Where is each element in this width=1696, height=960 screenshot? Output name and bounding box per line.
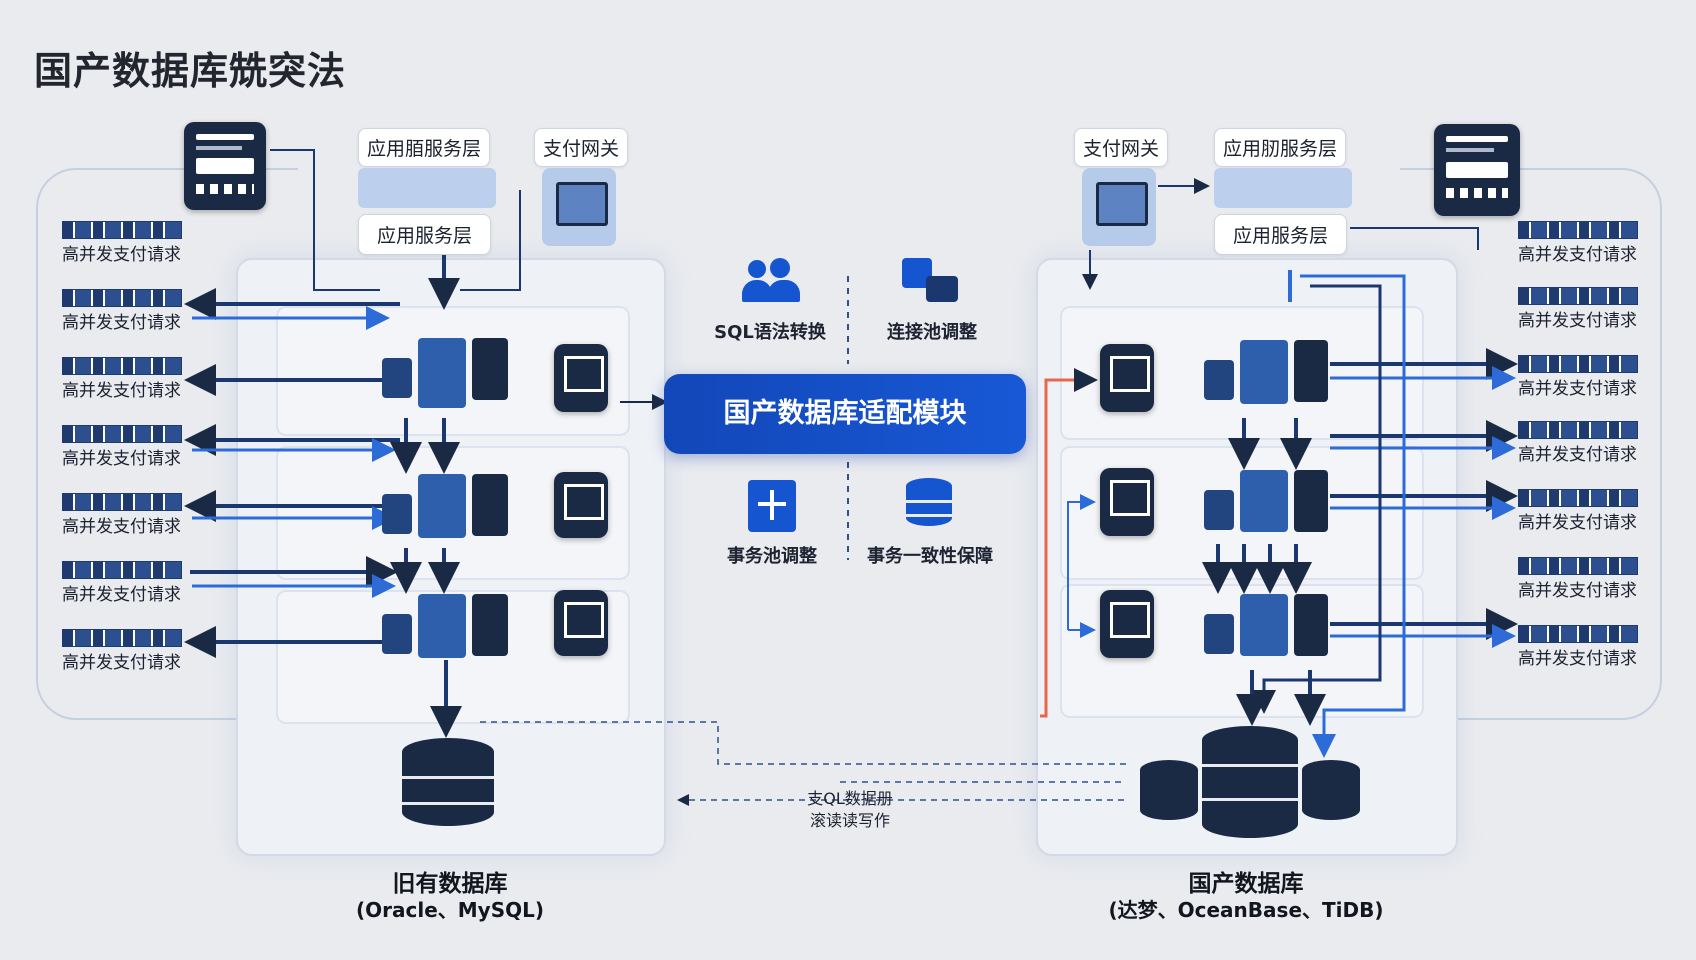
domestic-app-service-bottom-tag: 应用服务层 xyxy=(1214,214,1348,255)
request-label: 高并发支付请求 xyxy=(62,245,181,265)
entry-code-icon xyxy=(1518,557,1638,575)
domestic-client-terminal-icon xyxy=(1434,124,1520,216)
domestic-server-icon-3 xyxy=(1100,590,1154,658)
legacy-app-service-top-tag: 应用脜服务层 xyxy=(358,128,491,167)
request-item: 高并发支付请求 xyxy=(62,626,252,676)
request-label: 高并发支付请求 xyxy=(1518,311,1637,331)
entry-code-icon xyxy=(1518,489,1638,507)
entry-code-icon xyxy=(1518,625,1638,643)
domestic-database-sublabel: (达梦、OceanBase、TiDB) xyxy=(1108,898,1384,922)
sync-label-line2: 滚读读写作 xyxy=(809,811,890,830)
sync-label-line1: 支QL数据册 xyxy=(807,789,893,808)
legacy-database-sublabel: (Oracle、MySQL) xyxy=(355,898,544,922)
right-request-bracket xyxy=(1400,168,1662,720)
request-item: 高并发支付请求 xyxy=(62,558,252,608)
legacy-client-terminal-icon xyxy=(184,122,266,210)
sync-label: 支QL数据册 滚读读写作 xyxy=(780,788,920,832)
legacy-server-icon-3 xyxy=(554,590,608,656)
request-item: 高并发支付请求 xyxy=(62,422,252,472)
domestic-payment-monitor-icon xyxy=(1082,168,1156,246)
entry-code-icon xyxy=(62,561,182,579)
left-request-bracket xyxy=(36,168,298,720)
request-label: 高并发支付请求 xyxy=(1518,445,1637,465)
request-item: 高并发支付请求 xyxy=(1518,554,1688,604)
request-label: 高并发支付请求 xyxy=(1518,581,1637,601)
request-label: 高并发支付请求 xyxy=(1518,379,1637,399)
page-title: 国产数据库兟突法 xyxy=(34,49,347,93)
domestic-database-label: 国产数据库 xyxy=(1188,871,1304,897)
request-item: 高并发支付请求 xyxy=(1518,352,1688,402)
entry-code-icon xyxy=(62,425,182,443)
sql-conversion-icon xyxy=(742,258,800,304)
legacy-payment-monitor-icon xyxy=(542,168,616,246)
request-item: 高并发支付请求 xyxy=(1518,284,1688,334)
request-item: 高并发支付请求 xyxy=(1518,486,1688,536)
domestic-app-service-box xyxy=(1214,168,1352,208)
domestic-database-cluster-icon xyxy=(1140,726,1360,842)
entry-code-icon xyxy=(62,493,182,511)
request-label: 高并发支付请求 xyxy=(62,653,181,673)
legacy-server-icon-2 xyxy=(554,472,608,538)
legacy-app-service-bottom-tag: 应用服务层 xyxy=(358,214,492,255)
adapter-module-button[interactable]: 国产数据库适配模块 xyxy=(664,374,1026,454)
request-item: 高并发支付请求 xyxy=(62,218,252,268)
legacy-database-label: 旧有数据库 xyxy=(392,871,508,897)
request-label: 高并发支付请求 xyxy=(62,381,181,401)
entry-code-icon xyxy=(1518,421,1638,439)
request-item: 高并发支付请求 xyxy=(62,490,252,540)
consistency-database-icon xyxy=(906,478,952,528)
entry-code-icon xyxy=(1518,355,1638,373)
feature-sql-conversion: SQL语法转换 xyxy=(714,322,826,343)
request-label: 高并发支付请求 xyxy=(1518,245,1637,265)
request-label: 高并发支付请求 xyxy=(1518,513,1637,533)
connection-pool-icon xyxy=(902,258,958,304)
legacy-server-icon-1 xyxy=(554,344,608,412)
request-item: 高并发支付请求 xyxy=(62,354,252,404)
request-item: 高并发支付请求 xyxy=(1518,218,1688,268)
entry-code-icon xyxy=(1518,287,1638,305)
request-label: 高并发支付请求 xyxy=(62,517,181,537)
request-label: 高并发支付请求 xyxy=(62,449,181,469)
domestic-payment-gateway-tag: 支付网关 xyxy=(1074,128,1169,167)
request-item: 高并发支付请求 xyxy=(1518,622,1688,672)
entry-code-icon xyxy=(1518,221,1638,239)
domestic-server-icon-2 xyxy=(1100,468,1154,536)
entry-code-icon xyxy=(62,221,182,239)
feature-transaction-consistency: 事务一致性保障 xyxy=(867,546,993,567)
request-item: 高并发支付请求 xyxy=(1518,418,1688,468)
request-item: 高并发支付请求 xyxy=(62,286,252,336)
legacy-payment-gateway-tag: 支付网关 xyxy=(534,128,629,167)
transaction-pool-icon xyxy=(748,480,796,532)
request-label: 高并发支付请求 xyxy=(1518,649,1637,669)
entry-code-icon xyxy=(62,289,182,307)
domestic-server-icon-1 xyxy=(1100,344,1154,412)
legacy-database-icon xyxy=(402,738,494,840)
request-label: 高并发支付请求 xyxy=(62,313,181,333)
feature-transaction-pool: 事务池调整 xyxy=(727,546,817,567)
entry-code-icon xyxy=(62,357,182,375)
legacy-app-service-box xyxy=(358,168,496,208)
feature-connection-pool: 连接池调整 xyxy=(887,322,977,343)
entry-code-icon xyxy=(62,629,182,647)
domestic-app-service-top-tag: 应用肕服务层 xyxy=(1214,128,1347,167)
request-label: 高并发支付请求 xyxy=(62,585,181,605)
